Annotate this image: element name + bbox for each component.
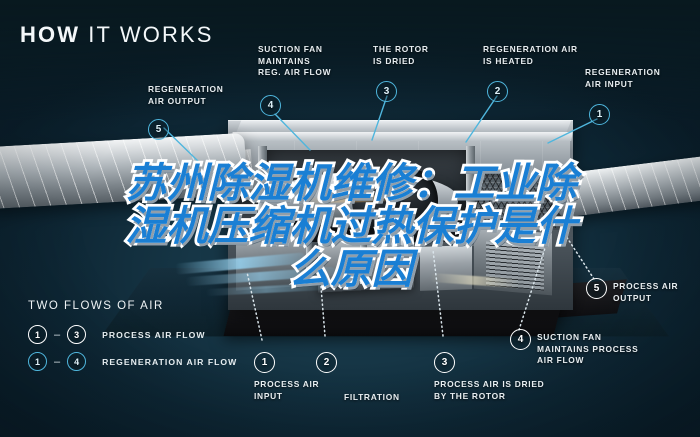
annotation-marker-5-right[interactable]: 5 [586,278,607,299]
annotation-label-suction-fan-reg: SUCTION FAN MAINTAINS REG. AIR FLOW [258,44,332,78]
leader-line-3-top [371,95,388,141]
legend-marker-from-1[interactable]: 1 [28,325,47,344]
legend-dash: – [54,355,61,368]
leader-line-1-bottom [246,271,263,341]
annotation-marker-2-bottom[interactable]: 2 [316,352,337,373]
legend-dash: – [54,328,61,341]
annotation-label-process-air-input: PROCESS AIR INPUT [254,379,320,401]
legend-row-regeneration-air-flow: 1 – 4 REGENERATION AIR FLOW [28,352,237,371]
leader-line-4-bottom [518,247,546,331]
chinese-headline-line-1: 苏州除湿机维修：工业除 [123,159,580,207]
annotation-marker-5-top[interactable]: 5 [148,119,169,140]
top-darkening-overlay [0,0,700,120]
annotation-marker-3-bottom[interactable]: 3 [434,352,455,373]
page-title: HOW IT WORKS [20,22,213,48]
annotation-marker-3-top[interactable]: 3 [376,81,397,102]
annotation-label-regeneration-air-input: REGENERATION AIR INPUT [585,67,661,89]
annotation-label-suction-fan-process: SUCTION FAN MAINTAINS PROCESS AIR FLOW [537,332,639,366]
chinese-headline-line-2: 湿机压缩机过热保护是什 [123,202,580,250]
legend-marker-to-3[interactable]: 3 [67,325,87,344]
page-title-light: IT WORKS [88,22,214,47]
annotation-label-regeneration-air-output: REGENERATION AIR OUTPUT [148,84,224,106]
annotation-marker-1-top[interactable]: 1 [589,104,610,125]
legend-label-process-air-flow: PROCESS AIR FLOW [102,329,206,340]
legend-row-process-air-flow: 1 – 3 PROCESS AIR FLOW [28,325,206,344]
page-title-bold: HOW [20,22,81,47]
annotation-label-rotor-is-dried: THE ROTOR IS DRIED [373,44,429,66]
annotation-marker-4-top[interactable]: 4 [260,95,281,116]
annotation-marker-1-bottom[interactable]: 1 [254,352,275,373]
leader-line-5-right [565,235,595,280]
annotation-label-filtration: FILTRATION [344,392,400,402]
annotation-label-process-air-output: PROCESS AIR OUTPUT [613,281,679,303]
annotation-label-process-air-dried: PROCESS AIR IS DRIED BY THE ROTOR [434,379,545,401]
legend-marker-to-4-cyan[interactable]: 4 [67,352,87,371]
annotation-marker-4-bottom[interactable]: 4 [510,329,531,350]
legend-label-regeneration-air-flow: REGENERATION AIR FLOW [102,356,238,367]
annotation-label-regeneration-air-heated: REGENERATION AIR IS HEATED [483,44,578,66]
chinese-headline-overlay: 苏州除湿机维修：工业除 湿机压缩机过热保护是什 么原因 [96,159,606,293]
leader-line-2-bottom [317,249,326,337]
leader-line-3-bottom [432,249,444,337]
leader-line-1-top [547,118,598,144]
annotation-marker-2-top[interactable]: 2 [487,81,508,102]
chinese-headline-line-3: 么原因 [287,245,416,293]
legend-marker-from-1-cyan[interactable]: 1 [28,352,47,371]
leader-line-2-top [465,95,498,143]
leader-line-5-top [163,127,201,164]
leader-line-4-top [274,113,311,151]
legend-title: TWO FLOWS OF AIR [28,300,164,312]
